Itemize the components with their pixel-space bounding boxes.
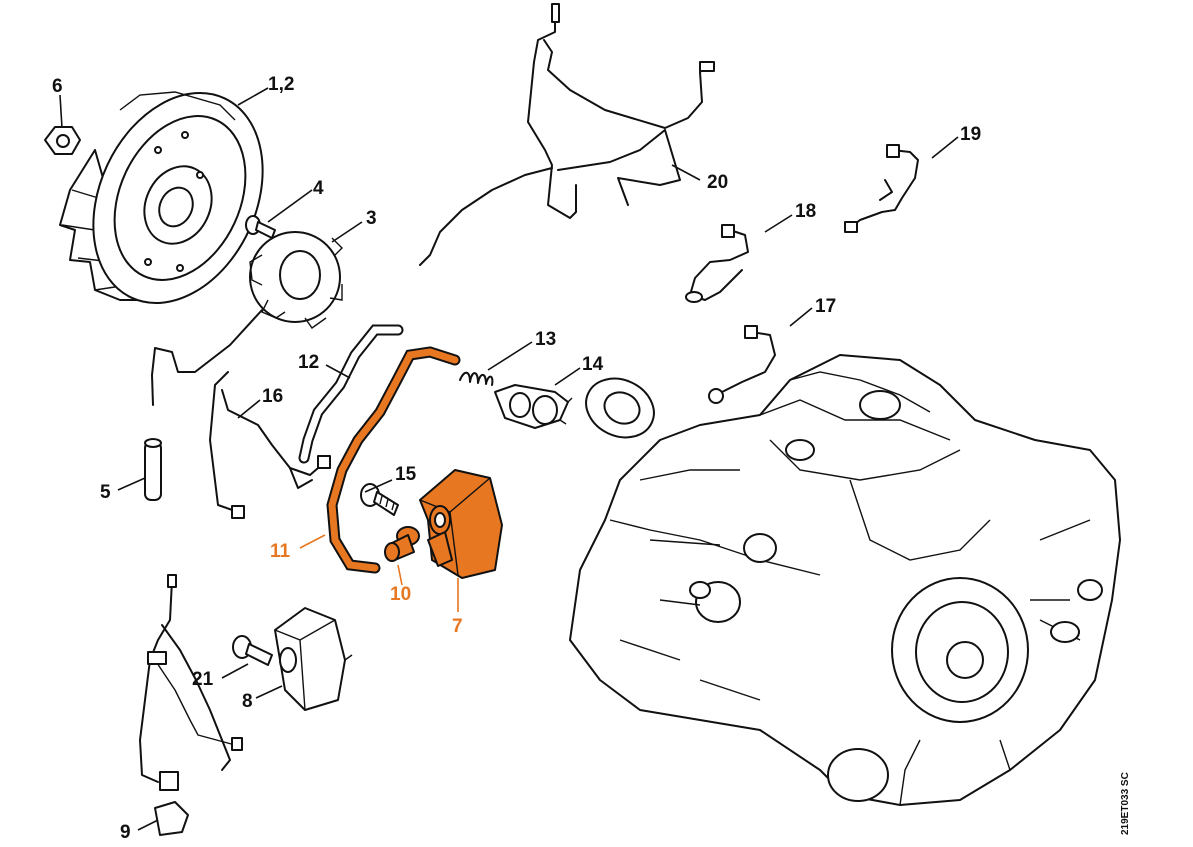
sleeve [144, 438, 162, 501]
callout-21: 21 [192, 669, 214, 690]
hose-12 [298, 324, 404, 464]
callout-18: 18 [795, 201, 816, 222]
ignition-generator [151, 231, 343, 406]
leader-lines [59, 87, 959, 831]
screw-15 [360, 483, 399, 516]
callout-4: 4 [313, 178, 324, 199]
spring [459, 371, 494, 386]
callout-7: 7 [452, 616, 463, 637]
fitting-10-highlighted [384, 526, 420, 562]
callout-17: 17 [815, 296, 836, 317]
callout-15: 15 [395, 464, 417, 485]
callout-labels: 6 1,2 4 3 20 19 18 17 13 14 12 16 5 15 1… [52, 74, 981, 843]
callout-1-2: 1,2 [268, 74, 294, 95]
valve [494, 384, 573, 429]
ignition-module-7-highlighted [419, 469, 503, 579]
callout-19: 19 [960, 124, 981, 145]
callout-8: 8 [242, 691, 253, 712]
engine-crankcase [569, 354, 1121, 806]
callout-14: 14 [582, 354, 604, 375]
wiring-harness [419, 3, 715, 266]
cable-18 [685, 224, 749, 303]
callout-3: 3 [366, 208, 377, 229]
callout-10: 10 [390, 584, 411, 605]
grommet [585, 377, 655, 439]
callout-12: 12 [298, 352, 319, 373]
drawing-code: 219ET033 SC [1120, 772, 1131, 835]
callout-6: 6 [52, 76, 63, 97]
flywheel [59, 91, 264, 305]
screw-21 [232, 635, 273, 666]
callout-16: 16 [262, 386, 283, 407]
callout-5: 5 [100, 482, 111, 503]
hose-11-highlighted [326, 346, 461, 574]
cable-9 [139, 574, 243, 836]
cable-16 [209, 371, 331, 519]
callout-13: 13 [535, 329, 556, 350]
callout-11: 11 [270, 541, 291, 562]
cable-17 [708, 325, 776, 404]
nut [44, 126, 81, 155]
screw-4 [245, 215, 276, 239]
callout-9: 9 [120, 822, 131, 843]
ignition-module-8 [274, 607, 353, 711]
cable-19 [844, 144, 919, 233]
callout-20: 20 [707, 172, 728, 193]
